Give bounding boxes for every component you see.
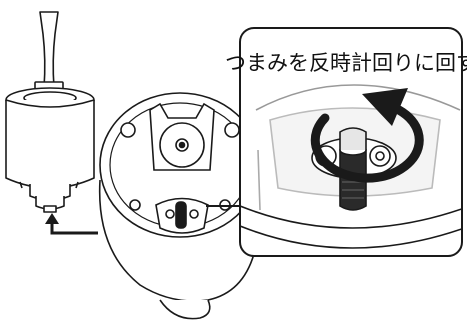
zoom-callout: つまみを反時計回りに回す [225, 27, 467, 257]
counterclockwise-arrow-icon [310, 88, 424, 183]
cartridge-handle [34, 11, 64, 91]
instruction-text: つまみを反時計回りに回す [225, 51, 467, 75]
detached-cartridge [5, 11, 95, 213]
main-housing [98, 92, 261, 320]
up-arrow-icon [45, 213, 98, 235]
